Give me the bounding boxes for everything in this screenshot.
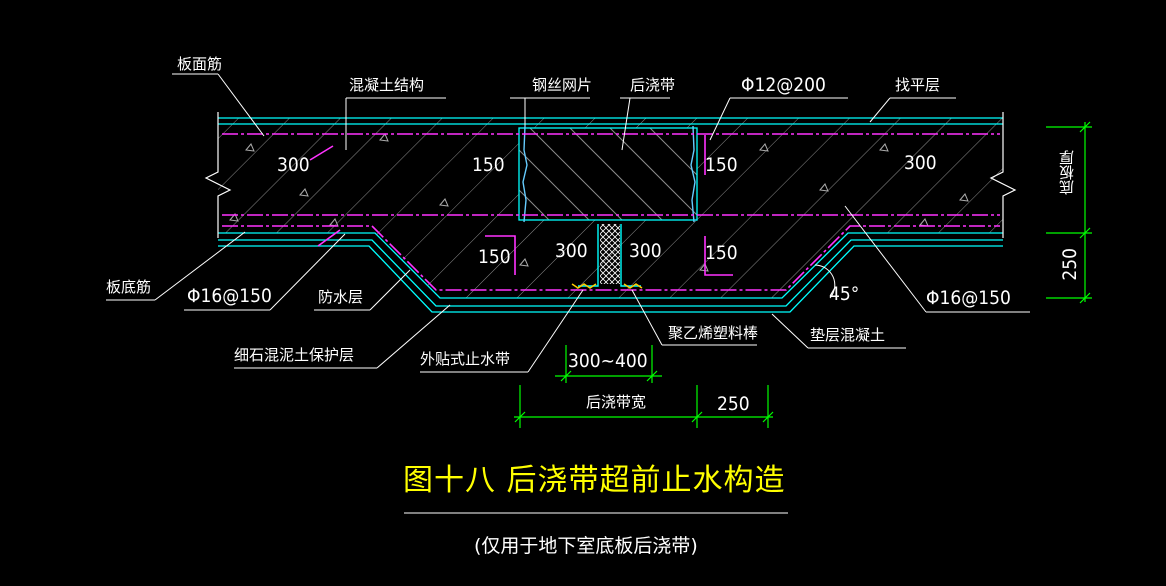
label-fine-stone-protection: 细石混泥土保护层 [234, 346, 355, 364]
label-post-pour-strip: 后浇带 [630, 76, 676, 94]
label-slab-thickness: 底板厚 [1058, 150, 1076, 195]
label-concrete-structure: 混凝土结构 [349, 76, 425, 94]
dim-strip-width: 后浇带宽 [586, 393, 647, 411]
label-external-waterstop: 外贴式止水带 [420, 350, 511, 368]
dim-right-250: 250 [1059, 248, 1081, 281]
dim-150-low-right: 150 [705, 242, 738, 264]
label-bottom-rebar: 板底筋 [106, 278, 152, 296]
label-rebar-phi16-right: Φ16@150 [926, 287, 1011, 309]
dim-300-gap-right: 300 [629, 240, 662, 262]
slab-outlines [218, 117, 1003, 313]
rebar-hooks [309, 135, 733, 276]
dim-150-low: 150 [478, 246, 511, 268]
label-steel-mesh: 钢丝网片 [532, 76, 593, 94]
dim-300-gap-left: 300 [555, 240, 588, 262]
leader-lines [106, 73, 1030, 373]
figure-subtitle: (仅用于地下室底板后浇带) [474, 535, 698, 557]
dim-angle: 45° [829, 283, 860, 305]
post-pour-strip-area [518, 127, 698, 221]
break-lines [204, 112, 1017, 238]
label-polyethylene-rod: 聚乙烯塑料棒 [668, 324, 759, 342]
angle-arc [814, 264, 836, 299]
steel-mesh-line [522, 125, 528, 223]
dim-150-top-right: 150 [705, 154, 738, 176]
dim-bottom-250: 250 [717, 393, 750, 415]
dim-range: 300~400 [568, 350, 648, 372]
dim-300-top-left: 300 [277, 154, 310, 176]
waterstop [571, 224, 643, 289]
dimension-lines [514, 121, 1092, 428]
figure-title: 图十八 后浇带超前止水构造 [403, 463, 786, 498]
label-rebar-phi16-left: Φ16@150 [187, 285, 272, 307]
dim-150-top-center: 150 [472, 154, 505, 176]
dim-300-top-right: 300 [904, 152, 937, 174]
label-waterproof-layer: 防水层 [318, 288, 364, 306]
label-top-rebar: 板面筋 [177, 55, 223, 73]
label-rebar-phi12: Φ12@200 [741, 74, 826, 96]
label-cushion-concrete: 垫层混凝土 [810, 326, 886, 344]
rebars [222, 133, 1000, 291]
label-leveling-layer: 找平层 [895, 76, 941, 94]
